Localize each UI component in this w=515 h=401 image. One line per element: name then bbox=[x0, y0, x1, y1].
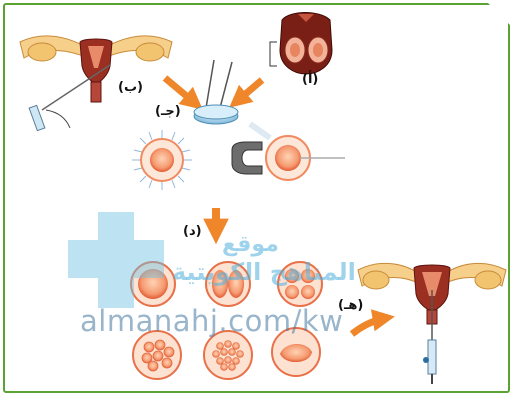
icsi-injection bbox=[232, 124, 345, 180]
petri-dish bbox=[194, 60, 238, 124]
bracket-a bbox=[270, 42, 277, 66]
arrow-to-uterus-e bbox=[352, 318, 386, 334]
watermark-title: موقع bbox=[222, 232, 279, 257]
embryo-stage-morula-1 bbox=[133, 331, 181, 379]
watermark-url: almanahj.com/kw bbox=[80, 304, 343, 338]
label-a: (أ) bbox=[302, 72, 318, 87]
watermark-subtitle: المناهج الكويتية bbox=[172, 258, 356, 286]
arrow-to-dish-left bbox=[165, 78, 196, 104]
arrow-to-dish-right bbox=[236, 80, 262, 102]
uterus-top-left bbox=[20, 36, 172, 102]
testes-top-right bbox=[280, 13, 332, 75]
label-d: (د) bbox=[183, 224, 202, 239]
embryo-stage-morula-2 bbox=[204, 331, 252, 379]
label-b: (ب) bbox=[118, 80, 143, 95]
label-c: (جـ) bbox=[155, 104, 181, 119]
egg-with-sperm bbox=[132, 130, 192, 190]
